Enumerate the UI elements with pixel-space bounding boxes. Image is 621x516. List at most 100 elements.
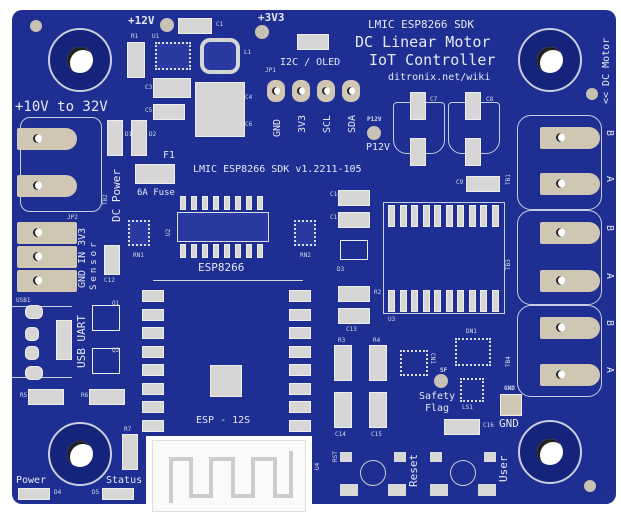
power-terminal-2 xyxy=(17,175,77,197)
resistor-r6 xyxy=(89,389,125,405)
module-divider xyxy=(153,280,303,281)
ref-sf: SF xyxy=(440,367,448,374)
esp-pad xyxy=(289,308,311,321)
usb-pad xyxy=(25,366,43,380)
esp-pad xyxy=(289,401,311,413)
ref-c12: C12 xyxy=(104,277,115,284)
mounting-hole-bottom-left xyxy=(48,422,112,486)
website-url: ditronix.net/wiki xyxy=(388,72,491,83)
esp-pad xyxy=(142,364,164,376)
ref-rn1: RN1 xyxy=(133,252,144,259)
u3-pin xyxy=(457,290,464,312)
resistor-r2 xyxy=(338,286,370,302)
power-led-label: Power xyxy=(16,475,47,486)
terminal-label-3: B xyxy=(604,225,615,232)
fiducial xyxy=(584,480,596,492)
capacitor-c10 xyxy=(338,190,370,206)
i2c-label-sda: SDA xyxy=(347,114,358,133)
capacitor-c5 xyxy=(153,104,185,120)
u3-pin xyxy=(399,290,407,312)
fiducial xyxy=(30,20,42,32)
sensor-pins-label: GND IN 3V3 xyxy=(77,227,88,288)
u3-pin xyxy=(457,205,464,227)
gnd-label: GND xyxy=(499,417,519,430)
gnd-testpad xyxy=(500,394,522,416)
p12v-small-label: P12V xyxy=(367,116,382,123)
ref-ls1: LS1 xyxy=(462,404,473,411)
fiducial xyxy=(586,88,598,100)
diode-d2 xyxy=(131,120,147,156)
dc-power-label: DC Power xyxy=(110,169,123,222)
status-led-label: Status xyxy=(106,475,143,486)
user-button[interactable] xyxy=(430,452,496,496)
ref-tb4: TB4 xyxy=(505,356,512,367)
antenna-trace-icon xyxy=(169,451,293,503)
fuse-label: 6A Fuse xyxy=(137,188,175,198)
u2-pin xyxy=(213,244,219,258)
label-12v: +12V xyxy=(128,14,155,27)
connector-cn1 xyxy=(400,350,428,376)
c8-pad xyxy=(465,138,481,166)
ref-c10: C10 xyxy=(330,191,341,198)
ref-rst: RST xyxy=(332,451,339,462)
esp-pad xyxy=(289,382,311,395)
esp-pad xyxy=(289,327,311,339)
ref-r1: R1 xyxy=(131,33,139,40)
esp-pad xyxy=(289,345,311,358)
status-led-d5 xyxy=(102,488,134,500)
esp-pad xyxy=(289,364,311,376)
sensor-pin-3v3 xyxy=(17,222,77,244)
p12v-label: P12V xyxy=(366,142,391,153)
esp-pad xyxy=(289,290,311,302)
u3-pin xyxy=(388,205,395,227)
esp-pad xyxy=(142,345,164,358)
u2-pin xyxy=(180,244,186,258)
ref-rn2: RN2 xyxy=(300,252,311,259)
ref-jp1: JP1 xyxy=(265,67,276,74)
i2c-header-title: I2C / OLED xyxy=(280,57,341,68)
gnd-small-label: GND xyxy=(504,385,515,392)
terminal-label-5: B xyxy=(604,320,615,327)
mounting-hole-top-right xyxy=(518,28,582,92)
terminal-label-6: A xyxy=(604,367,615,374)
usb-pad xyxy=(25,327,39,341)
ref-tb1: TB1 xyxy=(505,174,512,185)
capacitor-c9 xyxy=(466,176,500,192)
u3-pin xyxy=(491,290,499,312)
terminal-label-4: A xyxy=(604,273,615,280)
terminal-block-tb1 xyxy=(517,115,602,210)
capacitor-c4 xyxy=(195,82,245,137)
capacitor-c12 xyxy=(104,245,120,275)
mounting-hole-bottom-right xyxy=(518,420,582,484)
ref-r2: R2 xyxy=(374,289,382,296)
u3-pin xyxy=(468,205,476,227)
title-line-2: DC Linear Motor xyxy=(355,33,491,51)
power-led-d4 xyxy=(18,488,50,500)
ref-jp2: JP2 xyxy=(67,214,78,221)
c8-pad xyxy=(465,92,481,120)
u2-pin xyxy=(235,196,241,210)
testpoint-p12v xyxy=(367,126,381,140)
ref-c4: C4 xyxy=(245,94,253,101)
ref-c11: C11 xyxy=(330,214,341,221)
esp-ground-pad xyxy=(210,365,242,397)
ref-d4: D4 xyxy=(54,489,62,496)
resistor-network-rn1 xyxy=(128,220,150,246)
ref-u1: U1 xyxy=(152,33,160,40)
transistor-q2 xyxy=(92,348,120,374)
ref-q2: Q2 xyxy=(112,347,120,354)
esp-pad xyxy=(142,382,164,395)
ref-c14: C14 xyxy=(335,431,346,438)
u3-pin xyxy=(411,290,418,312)
c7-pad xyxy=(410,92,426,120)
ref-c6: C6 xyxy=(245,121,253,128)
reset-button[interactable] xyxy=(340,452,406,496)
u3-pin xyxy=(422,290,430,312)
esp-pad xyxy=(142,308,164,321)
u3-pin xyxy=(434,290,441,312)
title-line-3: IoT Controller xyxy=(369,51,496,69)
ref-q1: Q1 xyxy=(112,300,120,307)
ref-d2: D2 xyxy=(149,131,157,138)
u2-pin xyxy=(246,196,252,210)
dc-motor-label: << DC Motor xyxy=(601,37,612,104)
